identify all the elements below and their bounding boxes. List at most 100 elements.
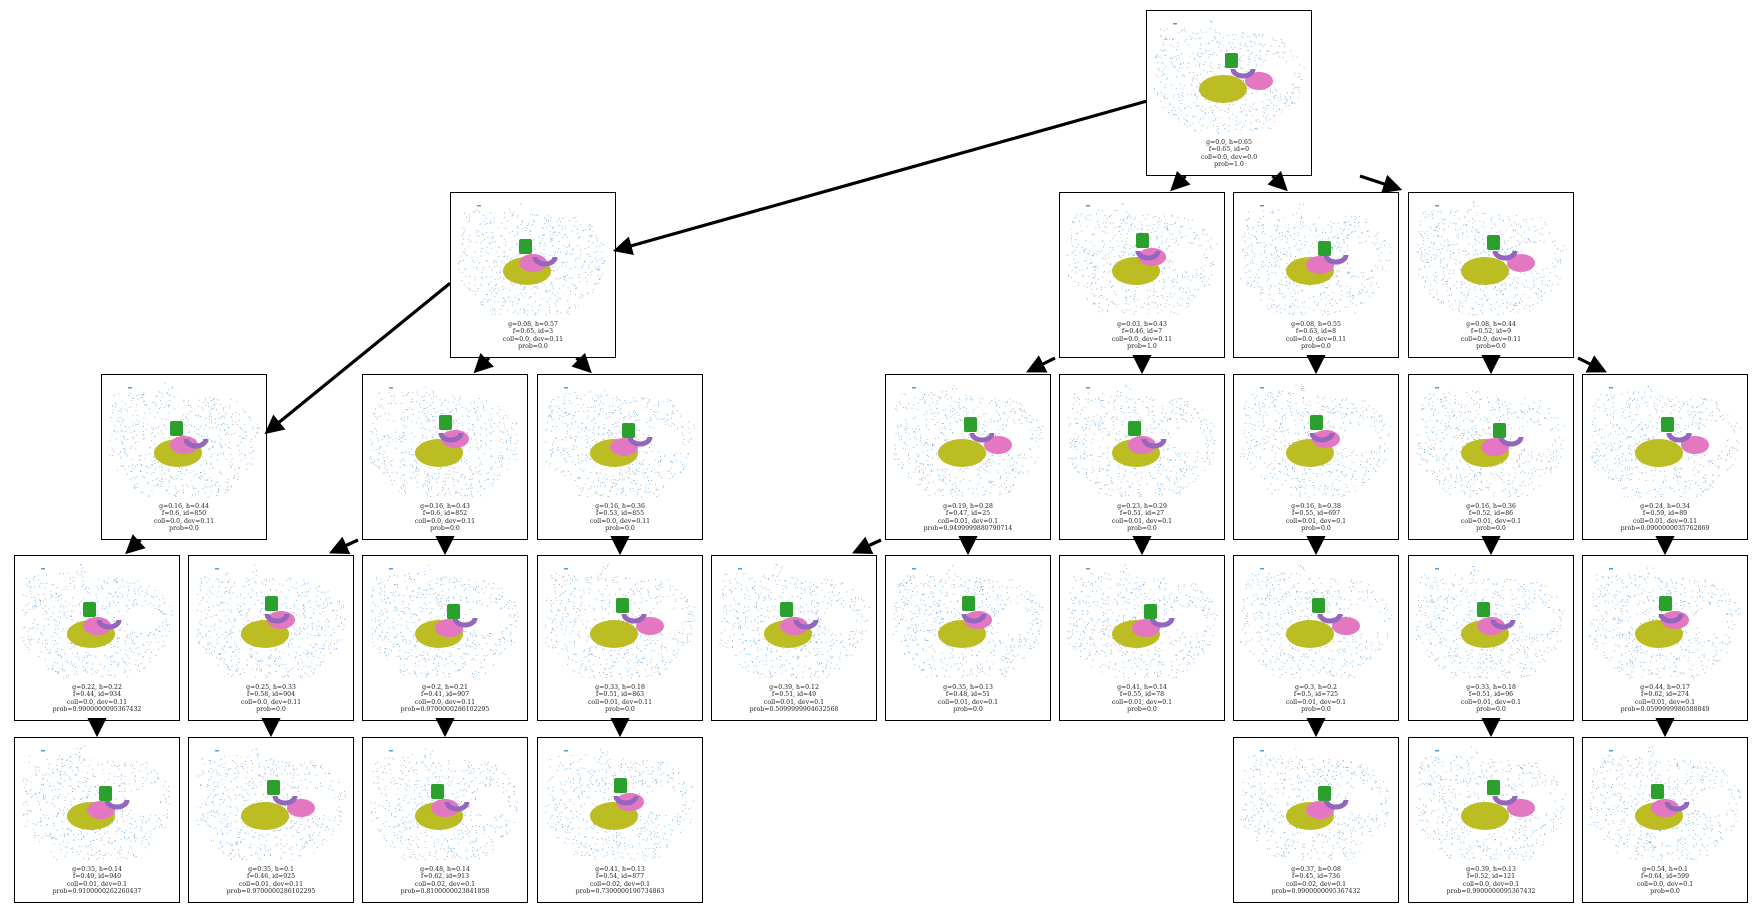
pointcloud-speck [1435,387,1439,389]
green-cup-object [83,602,96,617]
green-cup-object [1225,53,1238,68]
pointcloud-speck [41,568,45,570]
node-caption-line: coll=0.01, dev=0.1 [1111,517,1173,525]
pink-bowl-object [780,617,808,635]
node-caption-line: prob=0.0 [430,524,460,532]
green-cup-object [519,239,532,254]
purple-ring-object [1141,438,1167,449]
node-caption-line: prob=0.9900000095367432 [52,705,142,713]
node-caption-line: g=0.23, h=0.29 [1117,503,1167,510]
green-cup-object [1487,235,1500,250]
node-caption-line: g=0.2, h=0.21 [422,684,468,691]
node-caption-line: coll=0.01, dev=0.11 [238,880,304,888]
purple-ring-object [1309,432,1335,443]
node-caption-line: coll=0.0, dev=0.11 [414,698,476,706]
green-cup-object [1661,417,1674,432]
green-cup-object [622,423,635,438]
plate-object [1286,620,1334,648]
pointcloud-speck [1435,205,1439,207]
node-caption-line: g=0.35, h=0.13 [943,684,993,691]
node-caption-line: prob=0.0 [605,524,635,532]
node-caption-line: coll=0.01, dev=0.1 [66,880,128,888]
pointcloud-speck [1435,750,1439,752]
node-caption-line: f=0.45, id=736 [1291,873,1341,881]
green-cup-object [1312,598,1325,613]
node-caption-line: f=0.41, id=907 [420,691,470,699]
node-caption-line: f=0.52, id=86 [1468,510,1514,518]
scene-pointcloud-render [1153,20,1305,134]
node-caption-line: coll=0.0, dev=0.1 [1462,880,1520,888]
node-caption-line: g=0.16, h=0.38 [1291,503,1341,510]
node-caption-line: prob=0.8100000023841858 [400,887,490,895]
pointcloud-points [23,745,170,860]
green-cup-object [964,417,977,432]
node-caption-line: prob=0.0 [605,705,635,713]
purple-ring-object [961,613,987,624]
pointcloud-speck [738,568,742,570]
scene-pointcloud-render [893,565,1043,679]
node-caption-line: prob=0.5099999904632568 [749,705,839,713]
node-caption-line: g=0.08, h=0.55 [1291,321,1341,328]
node-caption-line: f=0.51, id=49 [771,691,817,699]
node-caption-line: f=0.55, id=78 [1119,691,1165,699]
node-caption-line: g=0.24, h=0.34 [1640,503,1690,510]
tree-edge-arrow [851,536,882,555]
green-cup-object [439,415,452,430]
node-caption-line: prob=0.0 [518,342,548,350]
node-caption-line: prob=1.0 [1127,342,1157,350]
plate-object [590,620,638,648]
purple-ring-object [1666,432,1692,443]
pointcloud-speck [389,750,393,752]
node-caption-line: f=0.55, id=697 [1291,510,1341,518]
node-caption-line: f=0.64, id=599 [1640,873,1690,881]
pointcloud-speck [912,387,916,389]
node-caption-line: g=0.33, h=0.18 [1466,684,1516,691]
pointcloud-points [1067,203,1218,315]
tree-edge-arrow [1267,170,1288,192]
node-caption-line: f=0.5, id=725 [1293,691,1339,699]
node-caption-line: coll=0.0, dev=0.11 [589,517,651,525]
node-caption-line: g=0.0, h=0.65 [1206,139,1252,146]
node-caption-line: f=0.53, id=855 [595,510,645,518]
node-caption-line: coll=0.01, dev=0.1 [1285,517,1347,525]
scene-pointcloud-render [1416,201,1567,316]
node-caption-line: prob=0.0 [953,705,983,713]
scene-pointcloud-render [1240,203,1392,316]
scene-pointcloud-render [196,564,345,679]
pointcloud-speck [1173,23,1177,25]
node-caption-line: coll=0.0, dev=0.11 [66,698,128,706]
green-cup-object [1318,786,1331,801]
node-caption-line: g=0.48, h=0.14 [420,866,470,873]
pink-bowl-object [1651,799,1679,817]
scene-pointcloud-render [1241,748,1390,861]
scene-pointcloud-render [719,563,870,679]
node-caption-line: g=0.16, h=0.36 [595,503,645,510]
pointcloud-speck [389,568,393,570]
purple-ring-object [1323,254,1349,265]
green-cup-object [267,780,280,795]
node-caption-line: coll=0.0, dev=0.11 [240,698,302,706]
node-caption-line: g=0.16, h=0.44 [159,503,209,510]
green-cup-object [170,421,183,436]
purple-ring-object [444,801,470,812]
purple-ring-object [1149,617,1175,628]
scene-pointcloud-render [1067,203,1218,315]
scene-pointcloud-render [371,564,519,678]
purple-ring-object [532,256,558,267]
